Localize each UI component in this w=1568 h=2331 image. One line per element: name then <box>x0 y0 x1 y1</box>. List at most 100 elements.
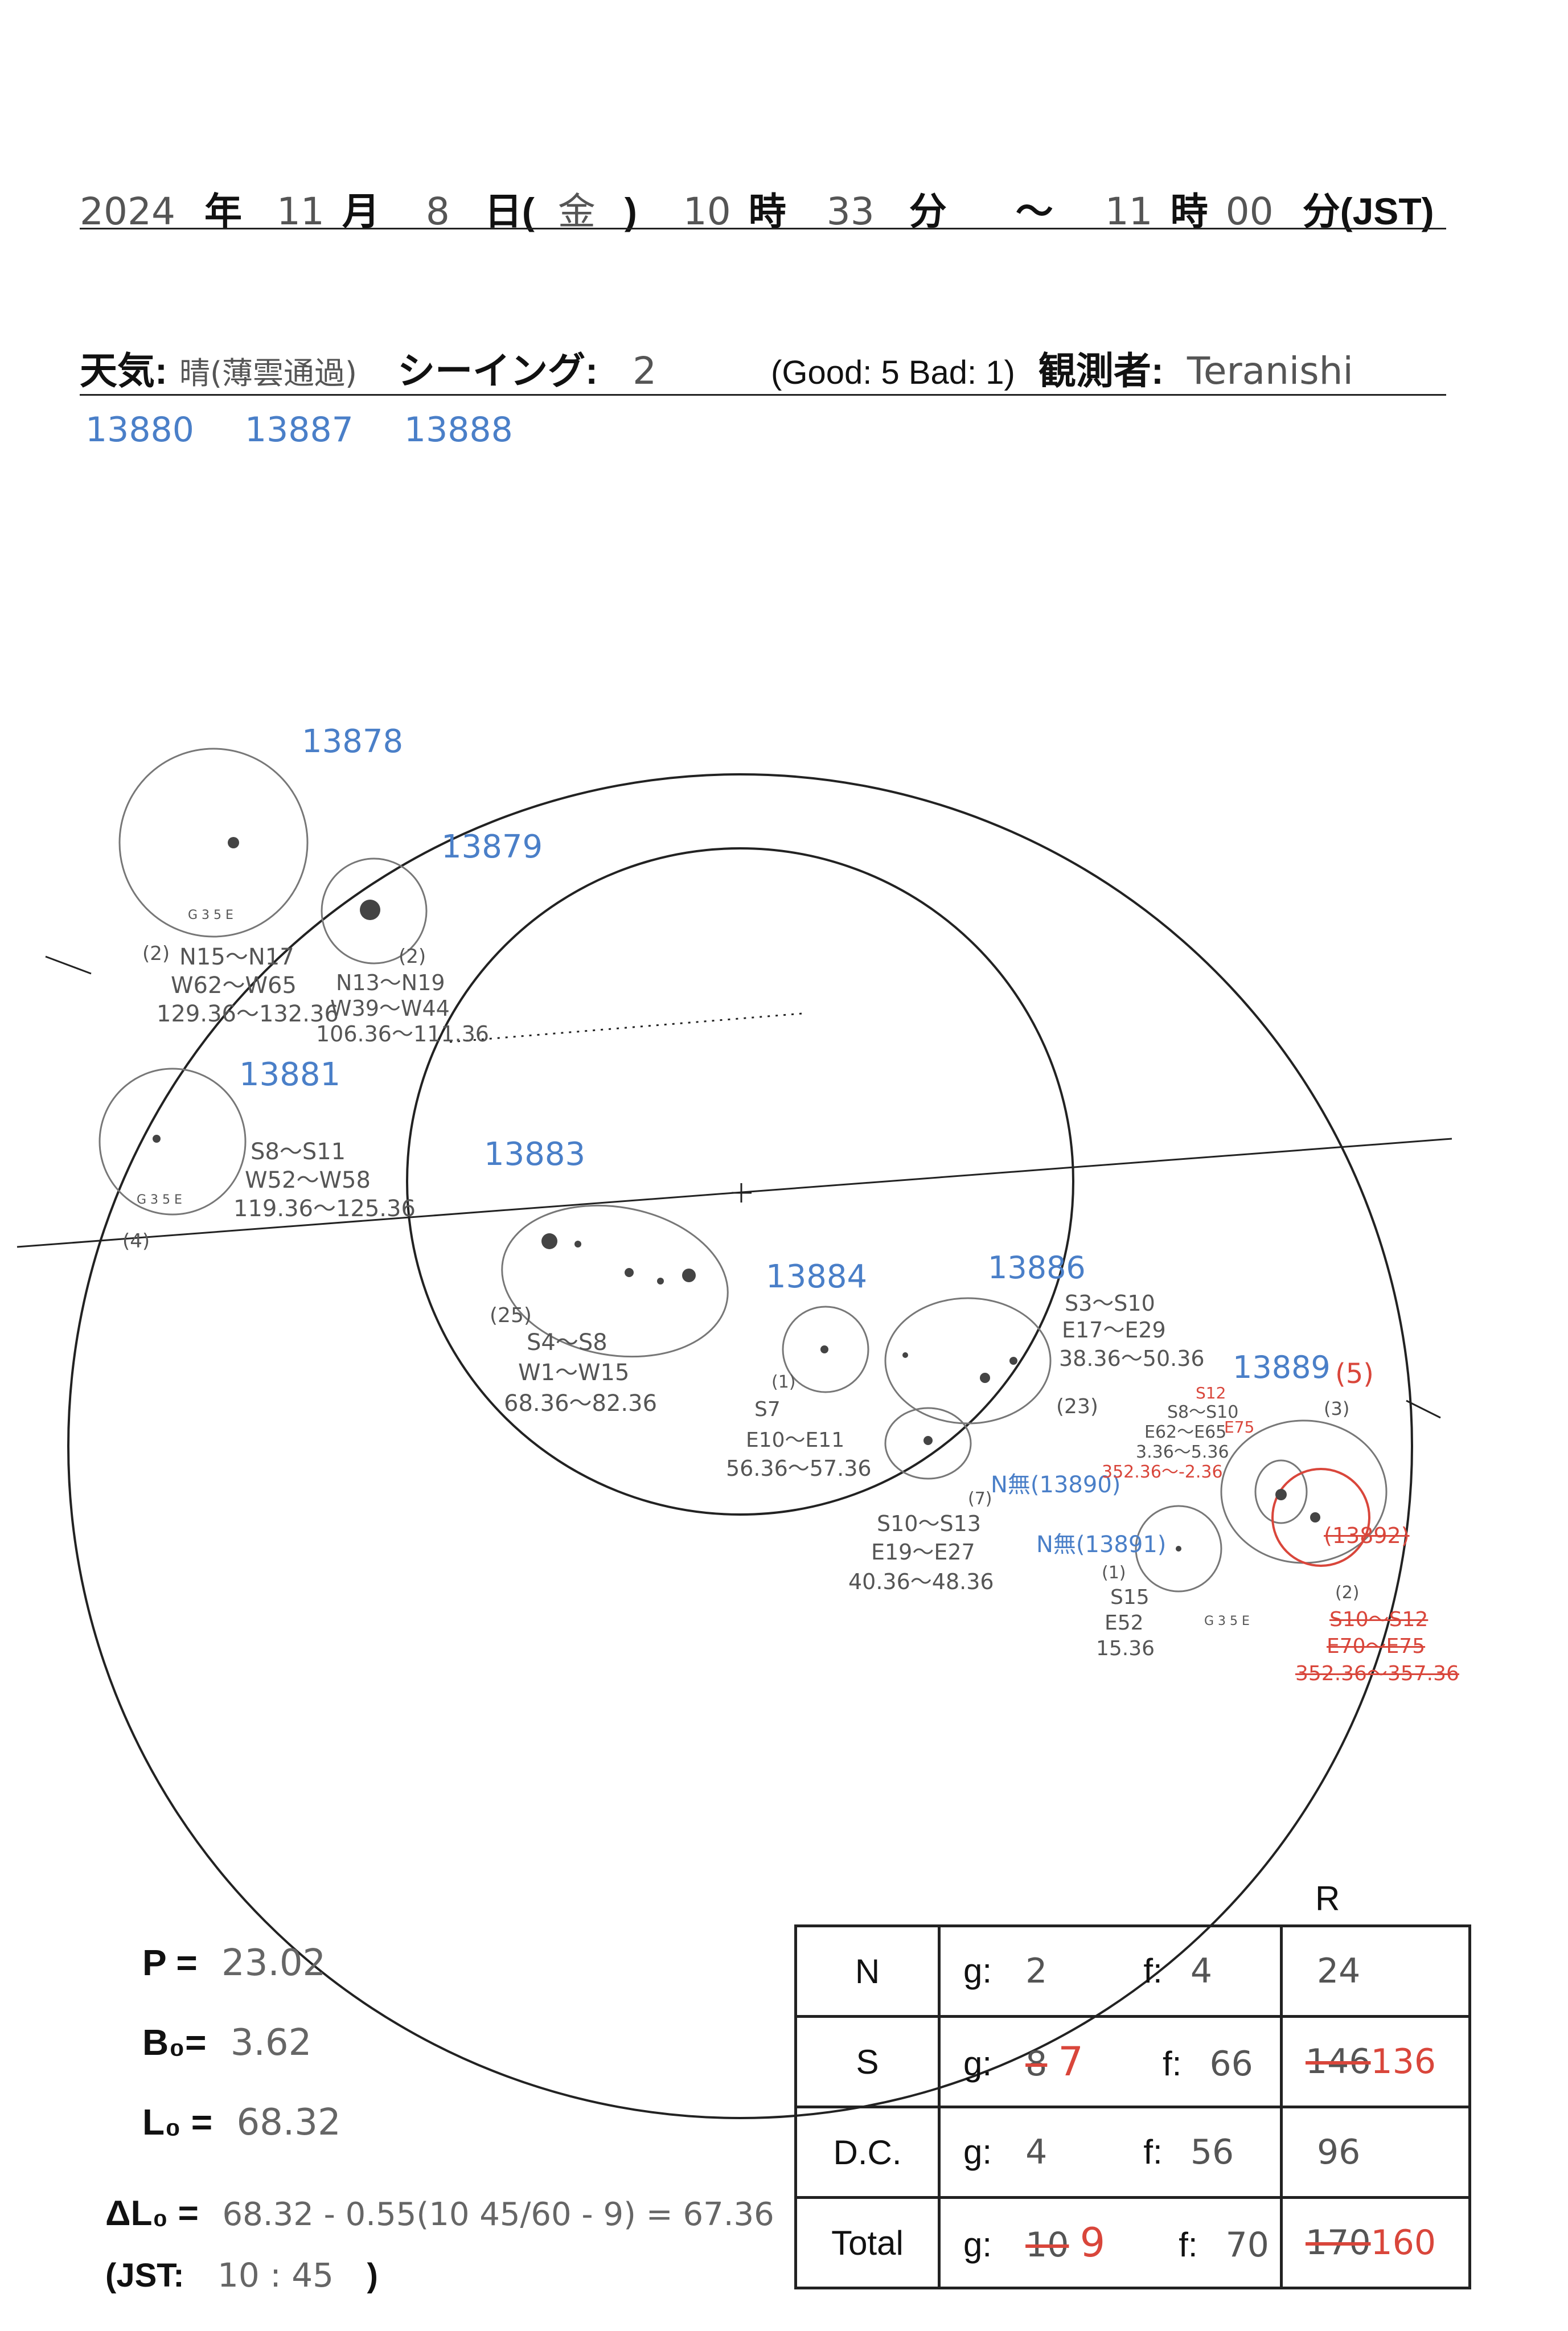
g-prefix: g: <box>963 2045 992 2083</box>
region-13889-carr: 3.36～5.36 <box>1136 1442 1229 1462</box>
region-13889-red-outline <box>1271 1468 1370 1567</box>
param-jst-label: (JST: <box>105 2257 184 2294</box>
region-13884-carr: 56.36～57.36 <box>726 1456 872 1481</box>
sunspot-13883-a <box>541 1233 557 1249</box>
region-13886-carr: 38.36～50.36 <box>1059 1346 1205 1371</box>
sunspot-13883-e <box>682 1269 696 1282</box>
region-13890-lon: E19～E27 <box>871 1540 975 1565</box>
f-prefix: f: <box>1143 1952 1163 1990</box>
region-13889-count-red: (5) <box>1335 1358 1374 1390</box>
region-13878-tag: G 3 5 E <box>188 908 233 922</box>
row-label-n: N <box>794 1924 941 2018</box>
region-13879-lat: N13～N19 <box>336 970 445 995</box>
param-jst: (JST: 10 : 45 ) <box>105 2256 378 2295</box>
sunspot-13891 <box>1176 1546 1181 1552</box>
row-label-total: Total <box>794 2196 941 2289</box>
r-value-dc: 96 <box>1280 2106 1471 2199</box>
region-13883-count: (25) <box>490 1304 532 1327</box>
f-value-total: 70 <box>1225 2225 1269 2265</box>
top-region-list: 13880 13887 13888 <box>85 410 513 450</box>
param-dl0: ΔL₀ = 68.32 - 0.55(10 45/60 - 9) = 67.36 <box>105 2192 774 2234</box>
g-old-value-total: 10 <box>1025 2225 1069 2265</box>
region-13890-carr: 40.36～48.36 <box>848 1569 994 1594</box>
region-13889-count: (3) <box>1324 1398 1350 1419</box>
param-p-value: 23.02 <box>221 1942 326 1984</box>
row-label-dc: D.C. <box>794 2106 941 2199</box>
observer-value: Teranishi <box>1187 349 1353 393</box>
region-13881-lat: S8～S11 <box>251 1139 346 1165</box>
cell-gf-total: g: 10 9 f: 70 <box>938 2196 1283 2289</box>
g-new-value-s: 7 <box>1058 2038 1083 2085</box>
region-13886-outline <box>884 1297 1052 1425</box>
param-dl0-label: ΔL₀ = <box>105 2194 199 2233</box>
region-13878-id: 13878 <box>302 723 404 760</box>
region-13890-outline <box>884 1407 972 1480</box>
region-13878-lon: W62～W65 <box>171 972 297 999</box>
seeing-label: シーイング: <box>397 350 598 392</box>
region-13884-count: (1) <box>771 1372 796 1392</box>
region-13890-count: (7) <box>968 1489 992 1509</box>
region-13881-count: (4) <box>122 1230 150 1253</box>
sunspot-13886-b <box>980 1373 990 1383</box>
f-value-s: 66 <box>1209 2044 1253 2084</box>
param-l0: L₀ = 68.32 <box>142 2101 341 2144</box>
cell-gf-s: g: 8 7 f: 66 <box>938 2015 1283 2108</box>
region-13879-carr: 106.36～111.36 <box>316 1021 489 1047</box>
day-value: 8 <box>425 190 450 233</box>
sunspot-13883-c <box>625 1268 634 1277</box>
region-13881-carr: 119.36～125.36 <box>233 1196 416 1222</box>
end-hour: 11 <box>1105 190 1153 233</box>
month-value: 11 <box>276 190 325 233</box>
region-13892-id: (13892) <box>1324 1523 1410 1548</box>
region-13891-id: N無(13891) <box>1036 1532 1167 1558</box>
year-value: 2024 <box>80 190 175 233</box>
region-13881-lon: W52～W58 <box>245 1167 371 1193</box>
weekday-close: ) <box>624 190 637 232</box>
param-p-label: P = <box>142 1942 198 1983</box>
minute-unit: 分 <box>909 190 947 232</box>
row-label-s: S <box>794 2015 941 2108</box>
region-13892-annotation: (13892) <box>1324 1497 1410 1548</box>
sunspot-13878 <box>228 837 239 848</box>
param-b0-label: B₀= <box>142 2022 207 2063</box>
region-13878-outline <box>118 748 309 938</box>
r-cell-s: 146136 <box>1280 2015 1471 2108</box>
r-old-value-s: 146 <box>1306 2042 1371 2082</box>
f-prefix: f: <box>1163 2045 1182 2083</box>
region-13891-carr: 15.36 <box>1096 1637 1155 1660</box>
conditions-line: 天気: 晴(薄雲通過) シーイング: 2 (Good: 5 Bad: 1) 観測… <box>80 340 1353 395</box>
start-minute: 33 <box>826 190 875 233</box>
g-value-n: 2 <box>1025 1951 1048 1991</box>
region-13890-lat: S10～S13 <box>877 1511 981 1536</box>
cell-gf-dc: g: 4 f: 56 <box>938 2106 1283 2199</box>
seeing-value: 2 <box>633 349 657 393</box>
region-13883-carr: 68.36～82.36 <box>504 1390 658 1417</box>
region-13891-outline <box>1135 1505 1222 1593</box>
hour-unit: 時 <box>748 190 786 232</box>
year-unit: 年 <box>204 190 242 232</box>
table-row: D.C. g: 4 f: 56 96 <box>794 2106 1471 2199</box>
param-b0: B₀= 3.62 <box>142 2021 311 2064</box>
g-prefix: g: <box>963 2133 992 2171</box>
region-13881-tag: G 3 5 E <box>137 1193 182 1207</box>
g-prefix: g: <box>963 1952 992 1990</box>
region-13884-lat: S7 <box>754 1398 781 1421</box>
axis-tick-left <box>45 955 92 975</box>
table-row: N g: 2 f: 4 24 <box>794 1924 1471 2018</box>
month-unit: 月 <box>342 190 380 232</box>
region-13892-count: (2) <box>1335 1583 1360 1603</box>
g-prefix: g: <box>963 2226 992 2264</box>
sunspot-13884 <box>820 1345 828 1353</box>
dotted-track <box>449 1012 803 1043</box>
f-value-dc: 56 <box>1190 2132 1234 2172</box>
region-13891-tag: G 3 5 E <box>1204 1614 1250 1628</box>
region-13889-lat: S8～S10 <box>1167 1402 1239 1422</box>
cell-gf-n: g: 2 f: 4 <box>938 1924 1283 2018</box>
region-13878-carr: 129.36～132.36 <box>157 1001 339 1027</box>
param-l0-value: 68.32 <box>236 2102 341 2144</box>
region-13891-lat: S15 <box>1110 1586 1150 1609</box>
end-minute-unit: 分(JST) <box>1302 190 1434 232</box>
region-13892-carr: 352.36～357.36 <box>1295 1662 1459 1685</box>
g-new-value-total: 9 <box>1079 2219 1106 2266</box>
